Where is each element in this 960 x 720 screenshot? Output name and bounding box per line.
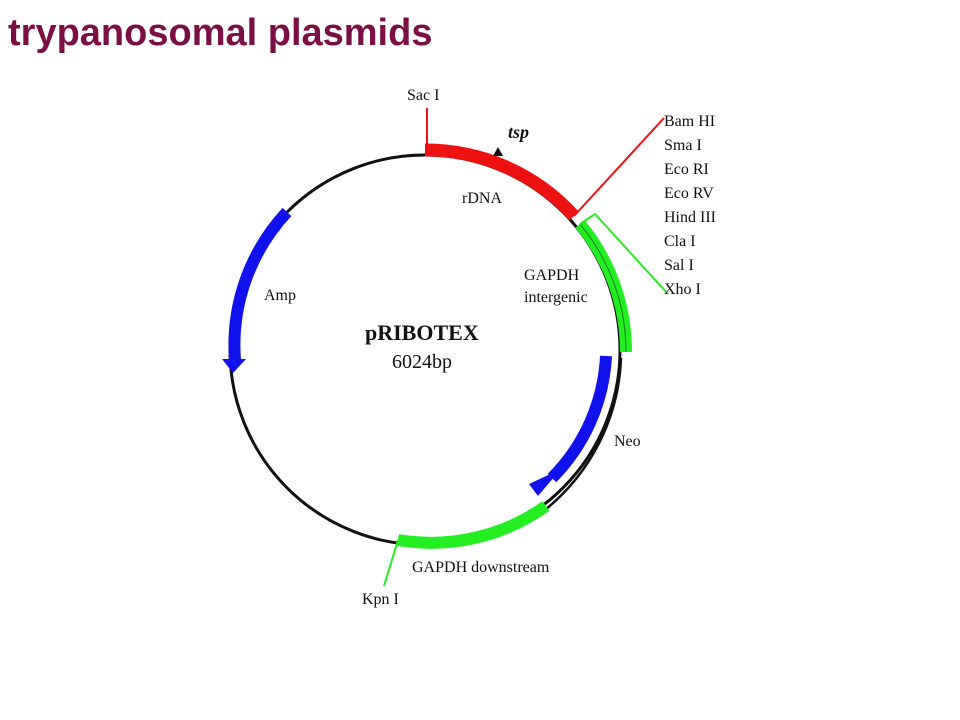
tsp-marker [493,147,503,156]
mcs-green-site-label: Hind III [664,209,716,226]
plasmid-name: pRIBOTEX [365,320,479,345]
rdna-label: rDNA [462,190,502,207]
backbone-outer-bulge [544,357,623,511]
mcs-green-site-label: Cla I [664,233,696,250]
slide-title: trypanosomal plasmids [8,12,433,54]
mcs-green-site-label: Xho I [664,281,701,298]
mcs-red-sites: Bam HI Sma I Eco RI Eco RV [664,113,715,202]
mcs-red-line [573,117,665,217]
mcs-green-site-label: Sal I [664,257,694,274]
gapdh-intergenic-label-line2: intergenic [524,289,588,306]
mcs-red-site-label: Eco RI [664,161,709,178]
sac1-label: Sac I [407,87,439,104]
gapdh-intergenic-label-line1: GAPDH [524,267,580,284]
rdna-segment [424,143,579,221]
mcs-green-line [579,212,669,295]
kpn1-site-line [383,539,399,587]
neo-arrowhead [529,469,561,496]
neo-segment [547,355,612,483]
amp-label: Amp [264,287,296,304]
gapdh-downstream-segment [397,501,550,549]
mcs-red-site-label: Eco RV [664,185,714,202]
gapdh-intergenic-outline [579,223,627,353]
neo-label: Neo [614,433,641,450]
gapdh-downstream-label: GAPDH downstream [412,559,550,576]
mcs-green-sites: Hind III Cla I Sal I Xho I [664,209,716,298]
tsp-label: tsp [508,122,529,142]
amp-segment [228,207,292,361]
plasmid-size: 6024bp [392,351,452,373]
kpn1-label: Kpn I [362,591,399,608]
mcs-red-site-label: Bam HI [664,113,715,130]
amp-arrowhead [222,359,246,373]
mcs-red-site-label: Sma I [664,137,702,154]
